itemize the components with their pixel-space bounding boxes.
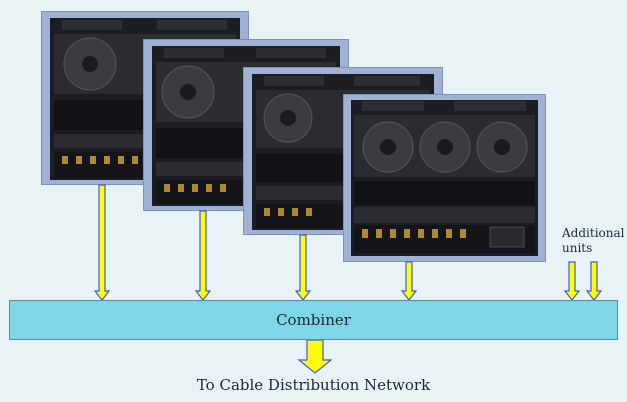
arrow-additional-1 [563,261,581,301]
arrow-additional-2 [585,261,603,301]
output-caption: To Cable Distribution Network [196,376,431,394]
combiner-label: Combiner [276,311,351,329]
arrow-unit-2 [194,210,212,301]
equipment-unit-4 [343,94,546,262]
arrow-unit-1 [93,184,111,301]
arrow-output [297,339,333,374]
combiner-box: Combiner [9,300,618,340]
additional-units-label: Additional units [562,226,625,255]
arrow-unit-4 [400,261,418,301]
equipment-unit-4-image [351,100,538,256]
arrow-unit-3 [294,234,312,301]
